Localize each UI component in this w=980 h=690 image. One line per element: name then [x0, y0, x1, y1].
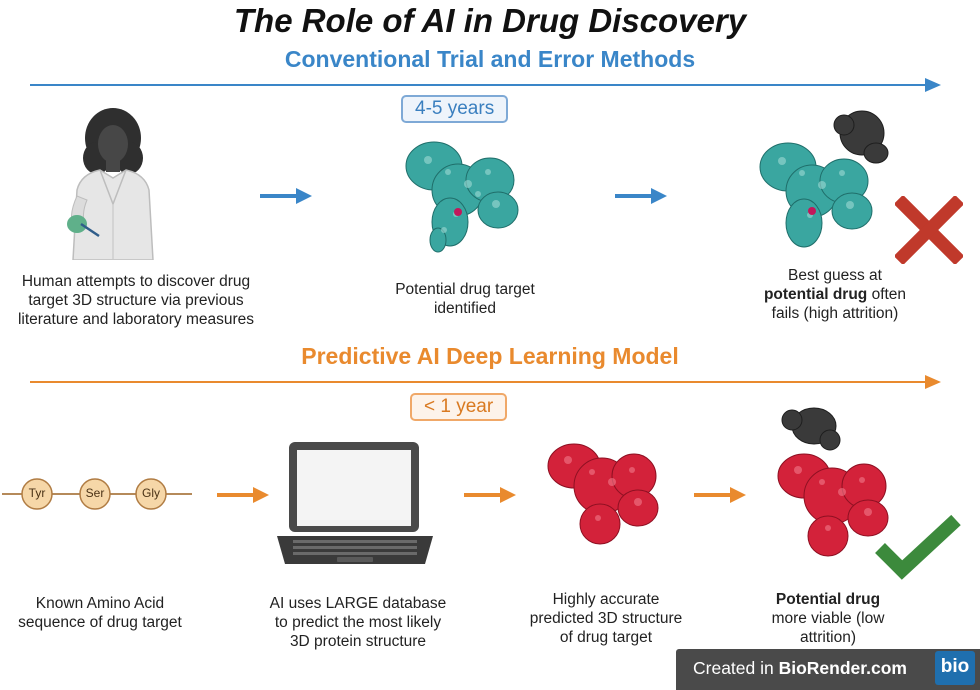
ai-model-heading: Predictive AI Deep Learning Model [301, 343, 679, 369]
caption-target-identified: Potential drug target identified [360, 280, 570, 318]
amino-acid-tyr: Tyr [28, 486, 46, 500]
caption-line: 3D protein structure [289, 633, 427, 650]
amino-acid-gly: Gly [142, 486, 160, 500]
flow-arrow-icon [464, 487, 516, 503]
caption-line: potential drug often [725, 285, 945, 304]
caption-line: target 3D structure via previous [28, 292, 244, 309]
page-title: The Role of AI in Drug Discovery [233, 2, 747, 39]
caption-line: more viable (low [771, 610, 885, 627]
caption-line: of drug target [559, 629, 653, 646]
caption-line: Human attempts to discover drug [21, 273, 251, 290]
caption-bold: potential drug [763, 286, 868, 303]
caption-amino-sequence: Known Amino Acid sequence of drug target [0, 594, 200, 632]
amino-acid-ser: Ser [85, 486, 105, 500]
timeline-arrow-conventional [30, 78, 941, 92]
caption-line: Highly accurate [552, 591, 660, 608]
caption-line: fails (high attrition) [771, 305, 899, 322]
caption-line: identified [433, 300, 497, 317]
caption-line: predicted 3D structure [529, 610, 683, 627]
caption-ai-database: AI uses LARGE database to predict the mo… [238, 594, 478, 651]
caption-line: Potential drug [738, 590, 918, 609]
flow-arrow-icon [217, 487, 269, 503]
caption-bold: Potential drug [775, 591, 881, 608]
timeline-arrow-ai [30, 375, 941, 389]
duration-badge-conventional: 4-5 years [401, 95, 509, 123]
caption-line: to predict the most likely [274, 614, 442, 631]
laptop-icon [277, 442, 433, 564]
amino-acid-chain-icon [2, 478, 192, 510]
caption-line: AI uses LARGE database [269, 595, 447, 612]
flow-arrow-icon [615, 188, 667, 204]
conventional-heading: Conventional Trial and Error Methods [284, 46, 696, 72]
caption-best-guess: Best guess at potential drug often fails… [725, 266, 945, 323]
protein-ligand-teal-icon [759, 110, 889, 248]
protein-structure-red-icon [547, 443, 659, 545]
footer-brand: BioRender.com [778, 658, 907, 678]
protein-structure-teal-icon [405, 141, 519, 253]
caption-line: Potential drug target [395, 281, 535, 298]
caption-predicted-structure: Highly accurate predicted 3D structure o… [506, 590, 706, 647]
caption-line: attrition) [800, 629, 856, 646]
bio-logo-icon: bio [935, 651, 975, 685]
duration-badge-ai: < 1 year [410, 393, 508, 421]
caption-line: sequence of drug target [18, 614, 182, 631]
flow-arrow-icon [694, 487, 746, 503]
caption-text: often [867, 286, 907, 303]
flow-arrow-icon [260, 188, 312, 204]
caption-human-attempts: Human attempts to discover drug target 3… [0, 272, 272, 329]
biorender-footer[interactable] [676, 649, 980, 690]
footer-text: Created in BioRender.com [693, 658, 907, 679]
x-mark-icon [895, 196, 963, 264]
scientist-icon [67, 108, 154, 260]
caption-line: Best guess at [788, 267, 882, 284]
check-mark-icon [875, 514, 961, 580]
protein-ligand-red-icon [777, 407, 889, 557]
footer-prefix: Created in [693, 658, 779, 678]
caption-line: Known Amino Acid [35, 595, 165, 612]
caption-potential-drug: Potential drug more viable (low attritio… [738, 590, 918, 647]
caption-line: literature and laboratory measures [17, 311, 255, 328]
